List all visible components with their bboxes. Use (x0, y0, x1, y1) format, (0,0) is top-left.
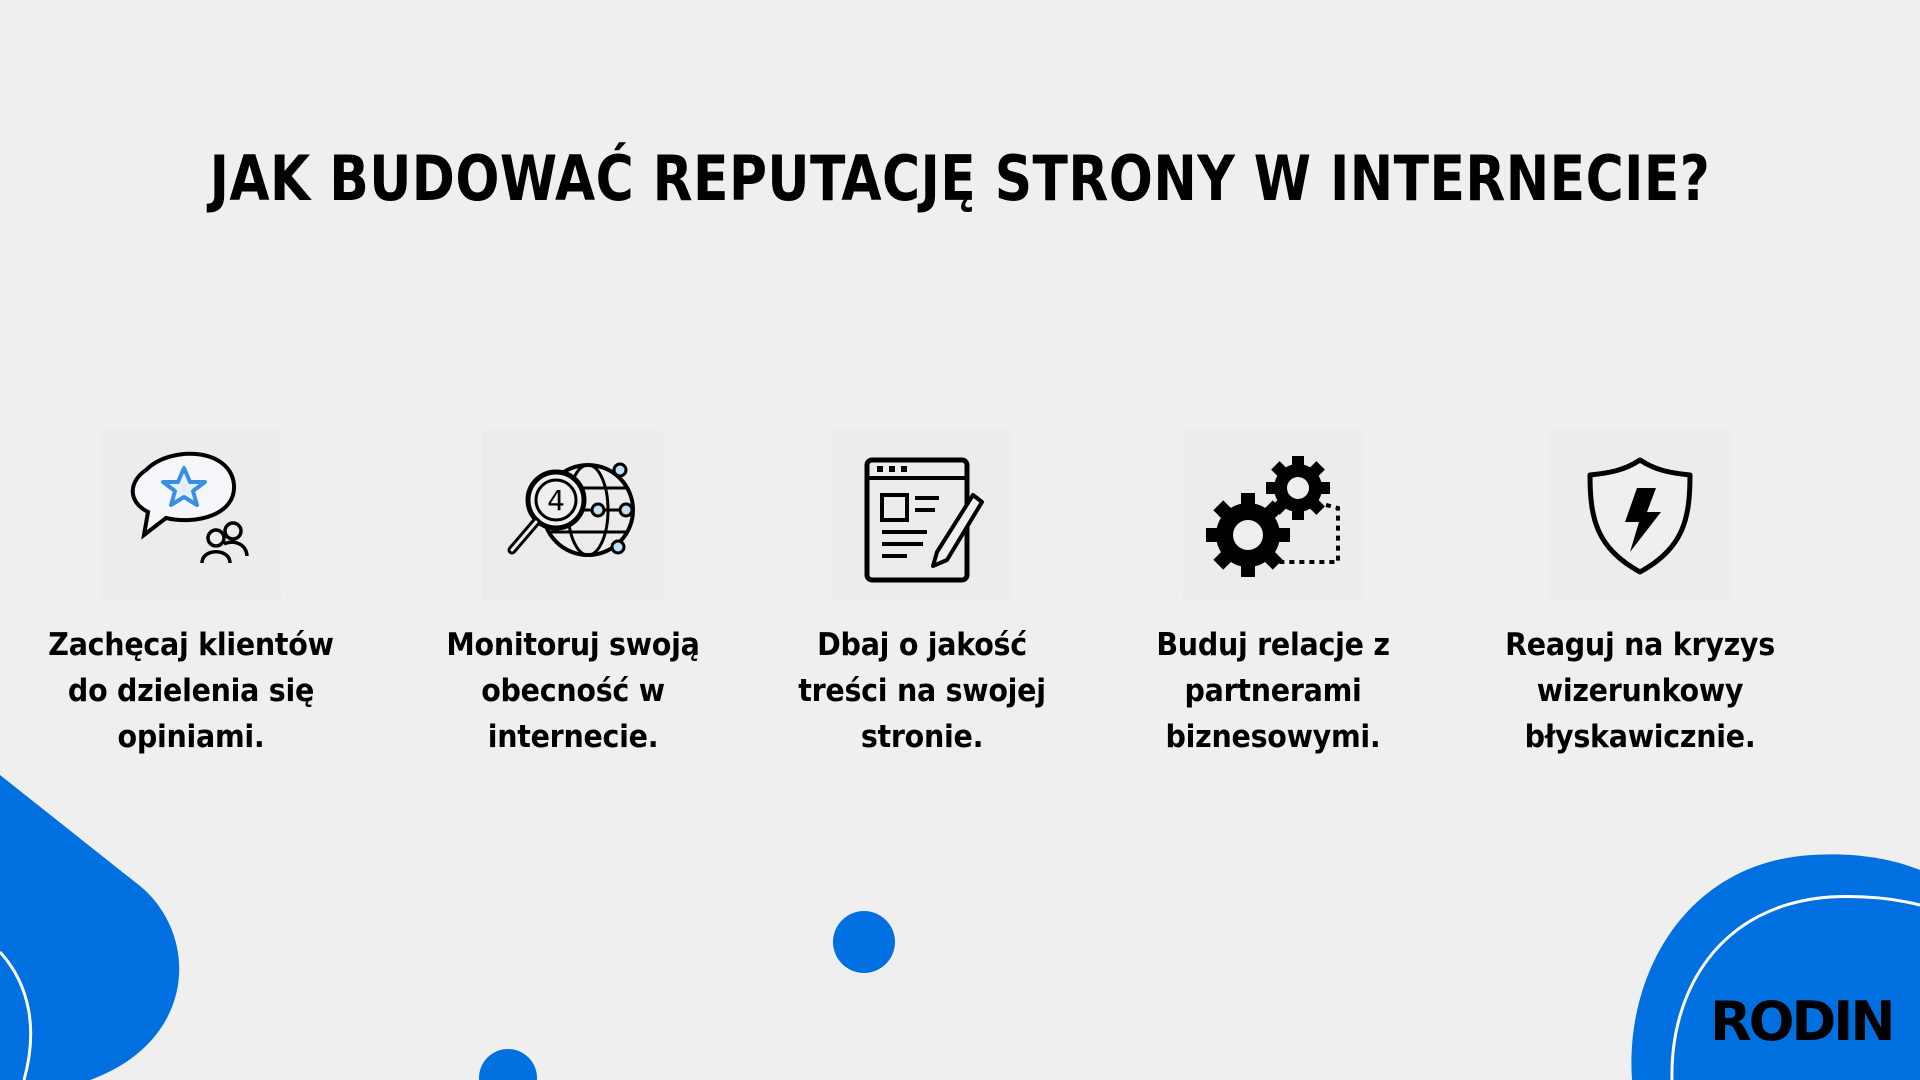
left-blob-line (0, 950, 33, 1080)
icon-container: 4 (483, 430, 663, 600)
card-crisis-response: Reaguj na kryzys wizerunkowy błyskawiczn… (1480, 430, 1800, 760)
card-label: Monitoruj swoją obecność w internecie. (446, 627, 700, 755)
icon-container (832, 430, 1012, 600)
gears-icon (1206, 456, 1340, 577)
card-label: Reaguj na kryzys wizerunkowy błyskawiczn… (1505, 627, 1775, 755)
card-content-quality: Dbaj o jakość treści na swojej stronie. (762, 430, 1082, 760)
blue-dot (833, 911, 895, 973)
left-blob (0, 775, 180, 1080)
card-business-partners: Buduj relacje z partnerami biznesowymi. (1113, 430, 1433, 760)
card-label: Dbaj o jakość treści na swojej stronie. (798, 627, 1046, 755)
card-encourage-reviews: Zachęcaj klientów do dzielenia się opini… (31, 430, 351, 760)
rodin-logo: RODIN (1710, 990, 1896, 1053)
page-title: JAK BUDOWAĆ REPUTACJĘ STRONY W INTERNECI… (209, 142, 1711, 215)
card-monitor-presence: 4 Monitoruj swoją obecność w internecie. (413, 430, 733, 760)
shield-lightning-icon (1587, 457, 1693, 575)
icon-container (1183, 430, 1363, 600)
blue-dot-small (479, 1049, 537, 1080)
icon-container (101, 430, 281, 600)
speech-bubble-star-people-icon (130, 451, 249, 564)
card-label: Zachęcaj klientów do dzielenia się opini… (48, 627, 334, 755)
magnifier-globe-network-icon: 4 (507, 462, 635, 557)
icon-container (1550, 430, 1730, 600)
svg-text:4: 4 (547, 484, 565, 517)
document-pencil-icon (864, 457, 984, 583)
card-label: Buduj relacje z partnerami biznesowymi. (1156, 627, 1390, 755)
